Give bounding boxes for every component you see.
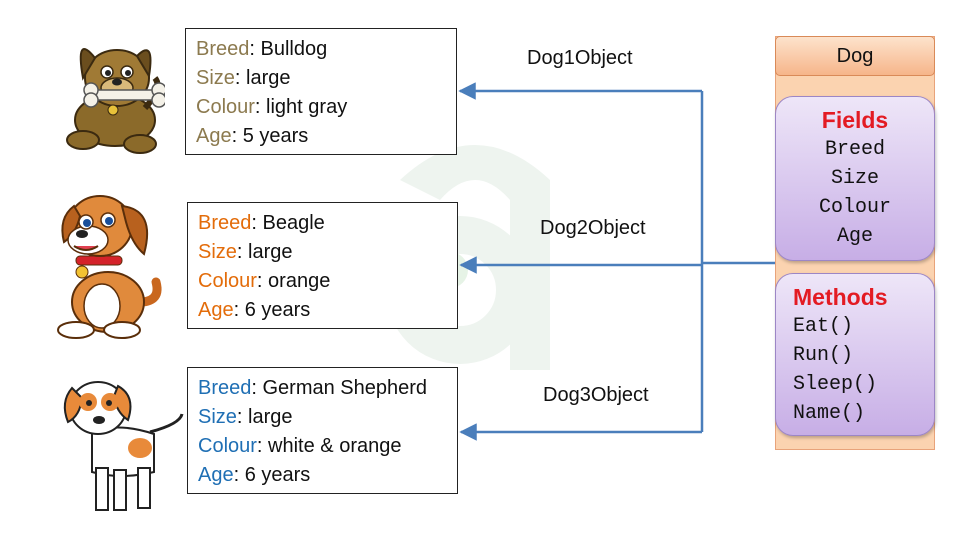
dog3-breed-sep: :: [251, 377, 263, 399]
dog1-size-row: Size: large: [196, 64, 446, 93]
field-item: Size: [830, 167, 879, 190]
dog2-age-row: Age: 6 years: [198, 296, 447, 325]
dog1-breed-key: Breed: [196, 38, 250, 60]
dog3-age-sep: :: [233, 464, 245, 486]
dog3-age-row: Age: 6 years: [198, 461, 447, 490]
dog1-age-value: 5 years: [242, 125, 309, 147]
dog3-breed-value: German Shepherd: [262, 377, 428, 399]
dog3-arrow-label: Dog3Object: [543, 384, 649, 406]
fields-box: Fields Breed Size Colour Age: [775, 96, 935, 261]
field-item: Breed: [824, 138, 885, 161]
dog1-breed-value: Bulldog: [260, 38, 328, 60]
dog1-size-value: large: [246, 67, 291, 89]
dog1-colour-sep: :: [254, 96, 267, 118]
dog2-colour-value: orange: [268, 270, 331, 292]
dog1-colour-value: light gray: [266, 96, 348, 118]
fields-title: Fields: [821, 107, 889, 133]
dog3-size-key: Size: [198, 406, 237, 428]
dog2-breed-key: Breed: [198, 212, 252, 234]
dog3-size-row: Size: large: [198, 403, 447, 432]
dog1-age-key: Age: [196, 125, 232, 147]
dog2-object-box: Breed: Beagle Size: large Colour: orange…: [187, 202, 458, 329]
dog1-size-sep: :: [234, 67, 247, 89]
dog3-age-key: Age: [198, 464, 234, 486]
method-item: Run(): [793, 344, 854, 367]
dog1-age-sep: :: [231, 125, 243, 147]
dog2-size-key: Size: [198, 241, 237, 263]
dog2-breed-sep: :: [251, 212, 263, 234]
dog3-object-box: Breed: German Shepherd Size: large Colou…: [187, 367, 458, 494]
dog3-colour-sep: :: [256, 435, 269, 457]
method-item: Eat(): [793, 315, 854, 338]
dog2-colour-key: Colour: [198, 270, 257, 292]
field-item: Colour: [818, 196, 891, 219]
dog2-colour-row: Colour: orange: [198, 267, 447, 296]
dog3-colour-value: white & orange: [268, 435, 402, 457]
dog3-size-sep: :: [236, 406, 249, 428]
dog2-size-value: large: [248, 241, 293, 263]
dog3-colour-key: Colour: [198, 435, 257, 457]
dog2-arrow-label: Dog2Object: [540, 217, 646, 239]
dog1-arrow-label: Dog1Object: [527, 47, 633, 69]
dog1-age-row: Age: 5 years: [196, 122, 446, 151]
dog2-breed-row: Breed: Beagle: [198, 209, 447, 238]
method-item: Name(): [793, 402, 866, 425]
german-shepherd-image: [63, 381, 184, 511]
dog1-colour-key: Colour: [196, 96, 255, 118]
dog2-age-key: Age: [198, 299, 234, 321]
dog2-age-value: 6 years: [244, 299, 311, 321]
beagle-image: [57, 195, 162, 339]
dog2-colour-sep: :: [256, 270, 269, 292]
dog2-breed-value: Beagle: [262, 212, 325, 234]
dog1-colour-row: Colour: light gray: [196, 93, 446, 122]
methods-box: Methods Eat() Run() Sleep() Name(): [775, 273, 935, 436]
dog1-object-box: Breed: Bulldog Size: large Colour: light…: [185, 28, 457, 155]
bulldog-image: [66, 48, 165, 154]
dog3-colour-row: Colour: white & orange: [198, 432, 447, 461]
dog3-age-value: 6 years: [244, 464, 311, 486]
dog2-size-row: Size: large: [198, 238, 447, 267]
dog1-breed-sep: :: [249, 38, 261, 60]
method-item: Sleep(): [793, 373, 878, 396]
field-item: Age: [836, 225, 873, 248]
dog1-size-key: Size: [196, 67, 235, 89]
dog2-age-sep: :: [233, 299, 245, 321]
dog3-size-value: large: [248, 406, 293, 428]
dog1-breed-row: Breed: Bulldog: [196, 35, 446, 64]
methods-title: Methods: [793, 284, 888, 310]
dog-class-header: Dog: [775, 36, 935, 76]
dog3-breed-row: Breed: German Shepherd: [198, 374, 447, 403]
dog3-breed-key: Breed: [198, 377, 252, 399]
dog2-size-sep: :: [236, 241, 249, 263]
